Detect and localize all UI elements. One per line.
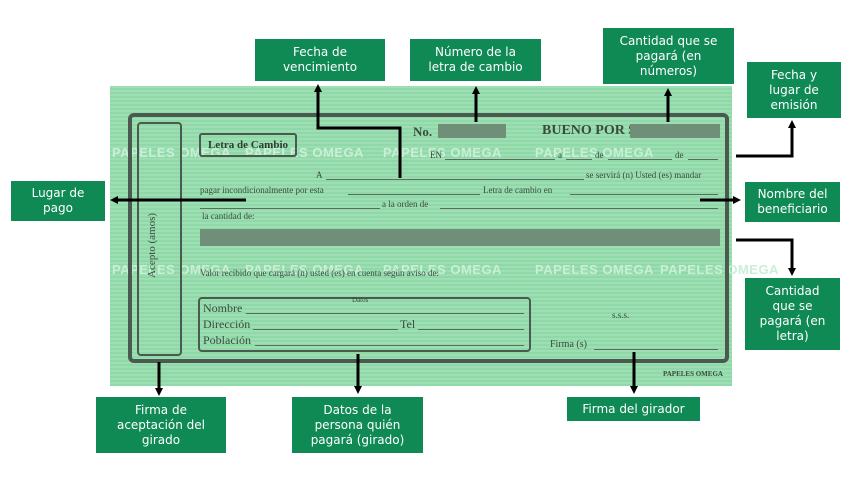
watermark: PAPELES OMEGA bbox=[383, 262, 502, 277]
pagar-line[interactable] bbox=[348, 194, 480, 195]
pagar-text: pagar incondicionalmente por esta bbox=[200, 185, 324, 195]
bueno-por-label: BUENO POR $ bbox=[542, 123, 636, 138]
watermark: PAPELES OMEGA bbox=[245, 262, 364, 277]
a-la-orden-text: a la orden de bbox=[382, 199, 429, 209]
tel-label: Tel bbox=[400, 317, 416, 331]
amount-number-field[interactable] bbox=[630, 124, 720, 138]
nombre-label: Nombre bbox=[203, 301, 243, 315]
valor-text: Valor recibido que cargará (n) usted (es… bbox=[200, 268, 439, 278]
poblacion-line[interactable] bbox=[255, 345, 524, 346]
nombre-line[interactable] bbox=[246, 313, 524, 314]
letra-en-text: Letra de cambio en bbox=[483, 185, 553, 195]
due-date-line[interactable] bbox=[326, 179, 584, 180]
sss-text: s.s.s. bbox=[612, 310, 630, 320]
callout-cantidad-letra: Cantidad que se pagará (en letra) bbox=[745, 278, 840, 350]
tel-line[interactable] bbox=[418, 329, 524, 330]
en-label: EN bbox=[430, 150, 442, 160]
acceptance-column bbox=[137, 122, 182, 356]
direccion-line[interactable] bbox=[253, 329, 398, 330]
de-label: de bbox=[595, 150, 604, 160]
day-line[interactable] bbox=[566, 159, 592, 160]
number-field[interactable] bbox=[438, 124, 506, 138]
drawee-data-box bbox=[198, 297, 531, 352]
callout-datos-persona: Datos de la persona quién pagará (girado… bbox=[292, 397, 423, 453]
callout-numero-letra: Número de la letra de cambio bbox=[410, 39, 541, 81]
direccion-label: Dirección bbox=[203, 317, 251, 331]
callout-firma-girador: Firma del girador bbox=[567, 397, 700, 421]
firma-label: Firma (s) bbox=[550, 339, 587, 350]
callout-fecha-vencimiento: Fecha de vencimiento bbox=[255, 39, 385, 81]
a-line-label: A bbox=[316, 170, 323, 180]
place-line[interactable] bbox=[445, 159, 555, 160]
payment-place-line[interactable] bbox=[570, 194, 718, 195]
a-label: a bbox=[558, 150, 562, 160]
signature-line[interactable] bbox=[594, 349, 718, 350]
amount-words-field[interactable] bbox=[200, 229, 720, 246]
se-servira-text: se servirá (n) Usted (es) mandar bbox=[586, 170, 702, 180]
footer-brand: PAPELES OMEGA bbox=[663, 370, 723, 378]
cheque-title: Letra de Cambio bbox=[199, 133, 297, 157]
arrow-fecha-lugar bbox=[736, 120, 796, 158]
datos-label: Datos bbox=[352, 296, 369, 304]
callout-cantidad-numeros: Cantidad que se pagará (en números) bbox=[603, 28, 734, 84]
poblacion-label: Población bbox=[203, 333, 251, 347]
watermark: PAPELES OMEGA bbox=[535, 145, 654, 160]
year-line[interactable] bbox=[688, 159, 718, 160]
orden-line-left bbox=[200, 208, 380, 209]
de-label-2: de bbox=[675, 150, 684, 160]
beneficiary-line[interactable] bbox=[440, 208, 718, 209]
watermark: PAPELES OMEGA bbox=[383, 145, 502, 160]
cantidad-text: la cantidad de: bbox=[202, 211, 255, 221]
callout-fecha-lugar: Fecha y lugar de emisión bbox=[747, 62, 841, 118]
watermark: PAPELES OMEGA bbox=[112, 262, 231, 277]
acceptance-label: Acepto (amos) bbox=[146, 212, 158, 278]
month-line[interactable] bbox=[608, 159, 672, 160]
number-label: No. bbox=[413, 124, 433, 139]
cheque-frame bbox=[128, 113, 729, 363]
callout-firma-aceptacion: Firma de aceptación del girado bbox=[96, 397, 226, 453]
callout-lugar-pago: Lugar de pago bbox=[11, 181, 105, 221]
callout-nombre-beneficiario: Nombre del beneficiario bbox=[745, 182, 840, 222]
watermark: PAPELES OMEGA bbox=[535, 262, 654, 277]
